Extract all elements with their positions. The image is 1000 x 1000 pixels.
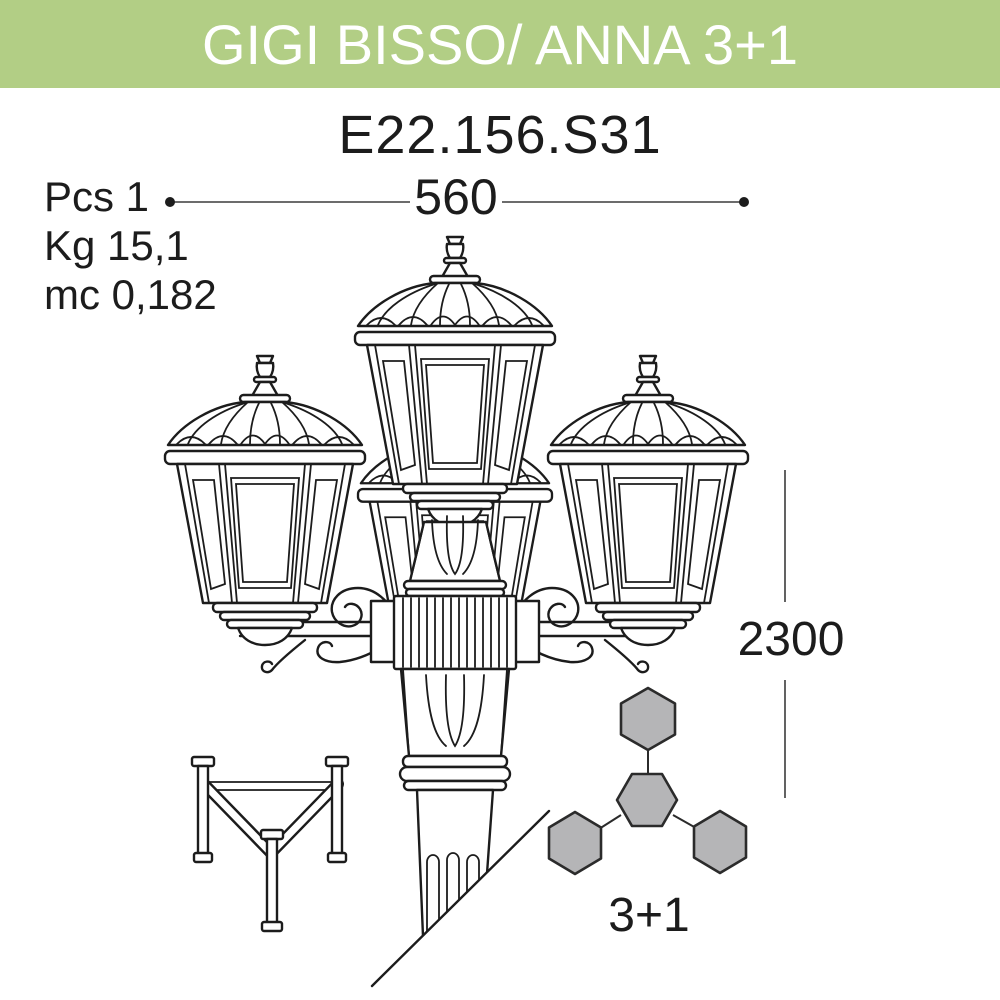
top-lamp-hexagon xyxy=(619,686,677,752)
width-dimension-label: 560 xyxy=(414,169,498,225)
scroll-arms xyxy=(238,586,672,674)
ground-anchor-drawing xyxy=(190,755,350,933)
break-line xyxy=(370,809,551,988)
title-bar: GIGI BISSO/ ANNA 3+1 xyxy=(0,0,1000,88)
hexagon-layout-diagram xyxy=(547,686,748,876)
center-lamp-hexagon xyxy=(615,772,679,828)
spec-list: Pcs 1 Kg 15,1 mc 0,182 xyxy=(44,172,217,319)
spec-pieces: Pcs 1 xyxy=(44,173,150,220)
product-code: E22.156.S31 xyxy=(338,105,662,165)
product-title: GIGI BISSO/ ANNA 3+1 xyxy=(201,12,799,76)
left-lantern xyxy=(163,354,367,647)
width-dimension-line xyxy=(165,197,749,207)
spec-weight: Kg 15,1 xyxy=(44,222,189,269)
right-lamp-hexagon xyxy=(692,809,748,875)
left-lamp-hexagon xyxy=(547,810,603,876)
spec-volume: mc 0,182 xyxy=(44,271,217,318)
height-dimension-label: 2300 xyxy=(737,613,845,666)
config-label: 3+1 xyxy=(608,889,690,942)
